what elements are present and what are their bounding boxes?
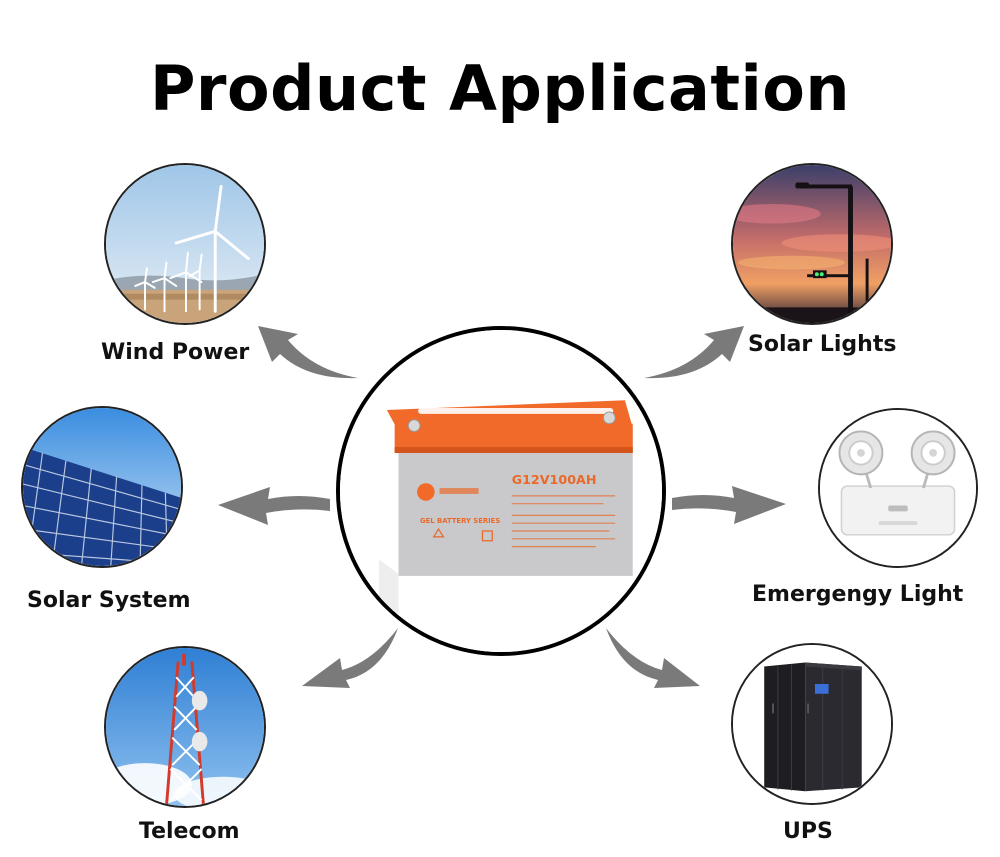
label-ups: UPS (783, 819, 833, 844)
label-solar-system: Solar System (27, 588, 191, 613)
ups-photo (731, 643, 893, 805)
wind-power-photo (104, 163, 266, 325)
street-light-icon (733, 165, 891, 323)
solar-lights-photo (731, 163, 893, 325)
wind-turbine-icon (106, 165, 264, 323)
label-wind-power: Wind Power (101, 340, 250, 365)
emergency-light-icon (820, 410, 976, 566)
solar-system-photo (21, 406, 183, 568)
label-solar-lights: Solar Lights (748, 332, 897, 357)
arrow-to-solar-lights (644, 320, 744, 380)
battery-series-text: GEL BATTERY SERIES (420, 517, 500, 525)
battery-model-text: G12V100AH (512, 472, 597, 487)
battery-photo: G12V100AH GEL BATTERY SERIES (336, 326, 666, 656)
page-title: Product Application (149, 52, 851, 125)
emergency-light-photo (818, 408, 978, 568)
label-telecom: Telecom (139, 819, 240, 844)
telecom-photo (104, 646, 266, 808)
label-emergency-light: Emergengy Light (752, 582, 964, 607)
arrow-to-telecom (302, 624, 398, 690)
server-cabinet-icon (733, 645, 891, 803)
arrow-to-emergency-light (672, 484, 786, 526)
battery-icon: G12V100AH GEL BATTERY SERIES (340, 330, 662, 652)
arrow-to-wind-power (258, 318, 358, 380)
solar-panel-icon (23, 408, 181, 566)
arrow-to-solar-system (218, 485, 330, 527)
telecom-tower-icon (106, 648, 264, 806)
arrow-to-ups (606, 624, 700, 690)
